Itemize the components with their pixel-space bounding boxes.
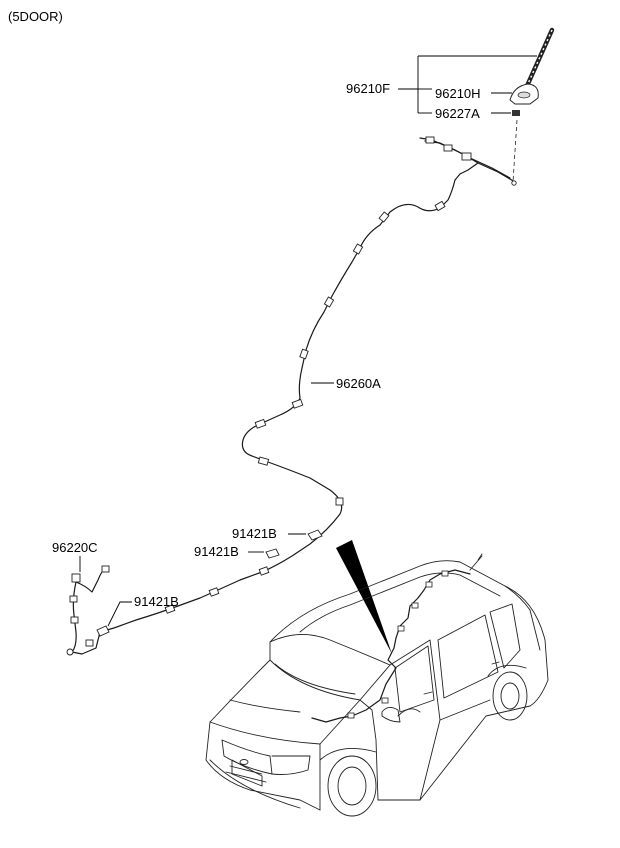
antenna-assembly bbox=[509, 27, 555, 183]
part-label-96210F: 96210F bbox=[346, 81, 390, 96]
clip-91421B-top bbox=[307, 529, 323, 541]
vehicle-illustration bbox=[205, 553, 549, 817]
antenna-nut bbox=[512, 110, 520, 116]
top-label-leaders bbox=[398, 55, 537, 114]
variant-label: (5DOOR) bbox=[8, 9, 63, 24]
clip-91421B-low bbox=[96, 625, 110, 637]
antenna-mast bbox=[524, 27, 555, 89]
part-label-96260A: 96260A bbox=[336, 376, 381, 391]
roof-harness bbox=[419, 136, 517, 186]
location-pointer bbox=[336, 540, 392, 654]
part-label-96220C: 96220C bbox=[52, 540, 98, 555]
clip-91421B-mid bbox=[265, 548, 280, 559]
antenna-feeder-cable bbox=[99, 179, 456, 633]
part-label-91421B-mid: 91421B bbox=[194, 544, 239, 559]
sub-antenna-cable bbox=[66, 565, 110, 656]
part-label-91421B-low: 91421B bbox=[134, 594, 179, 609]
vehicle-harness-route bbox=[311, 569, 471, 723]
part-label-96227A: 96227A bbox=[435, 106, 480, 121]
part-label-96210H: 96210H bbox=[435, 86, 481, 101]
part-label-91421B-top: 91421B bbox=[232, 526, 277, 541]
